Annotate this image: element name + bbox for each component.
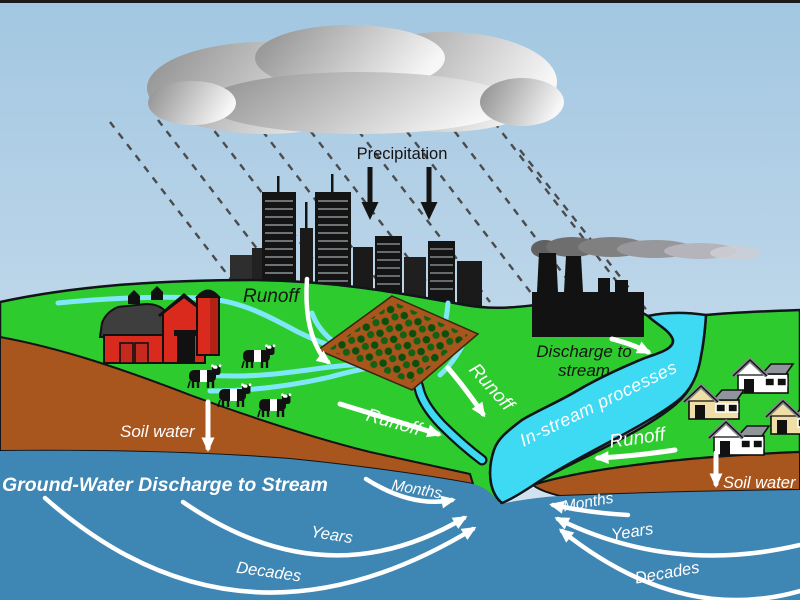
crops-field	[316, 295, 480, 391]
groundwater-discharge-label: Ground-Water Discharge to Stream	[2, 474, 328, 496]
precipitation-label: Precipitation	[357, 145, 448, 163]
discharge-arrow	[609, 336, 652, 355]
discharge-label-line2: stream	[558, 361, 610, 380]
years-left-arc	[180, 499, 468, 558]
runoff-hillside-arrow	[445, 365, 486, 418]
stream	[488, 311, 708, 505]
soil-water-right-label: Soil water	[723, 474, 797, 492]
soil-water-left-label: Soil water	[120, 422, 196, 441]
months-right-arc	[549, 500, 631, 518]
rain-cloud	[147, 25, 564, 134]
months-left-arc	[363, 476, 456, 509]
groundwater	[0, 450, 800, 600]
runoff-city-label: Runoff	[243, 286, 301, 307]
years-right-arc	[554, 516, 800, 558]
runoff-right-arrow	[594, 447, 678, 465]
decades-right-arc	[558, 528, 800, 600]
runoff-city-arrow	[304, 276, 332, 365]
top-border	[0, 0, 800, 3]
barn	[98, 286, 221, 364]
decades-left-arc	[42, 495, 477, 595]
soil-left	[0, 335, 475, 486]
discharge-label-line1: Discharge to	[536, 342, 631, 361]
factory	[531, 237, 760, 337]
runoff-valley-arrow	[337, 401, 442, 438]
